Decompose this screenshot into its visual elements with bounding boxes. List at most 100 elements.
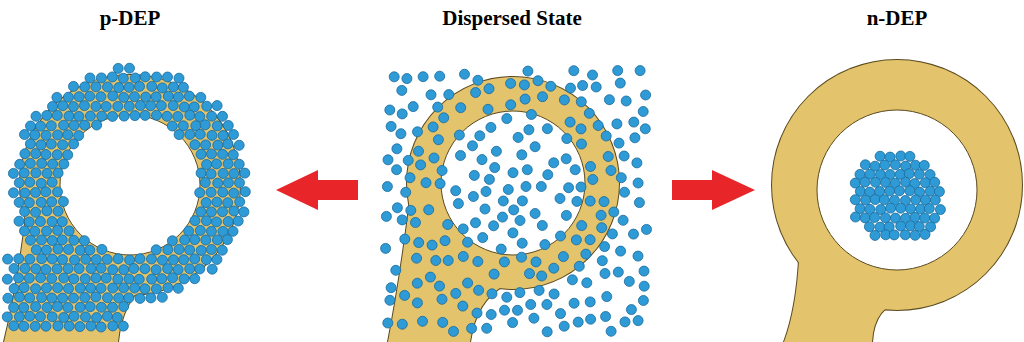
particle bbox=[889, 230, 899, 240]
particle bbox=[157, 292, 167, 302]
particle bbox=[624, 276, 634, 286]
particle bbox=[212, 159, 222, 169]
particle bbox=[403, 155, 413, 165]
particle bbox=[641, 90, 651, 100]
particle bbox=[517, 238, 527, 248]
particle bbox=[31, 149, 41, 159]
particle bbox=[469, 170, 479, 180]
particle bbox=[613, 66, 623, 76]
particle bbox=[431, 256, 441, 266]
particle bbox=[555, 194, 565, 204]
particle bbox=[629, 229, 639, 239]
particle bbox=[491, 146, 501, 156]
particle bbox=[146, 293, 156, 303]
particle bbox=[190, 274, 200, 284]
particle bbox=[168, 255, 178, 265]
particle bbox=[64, 284, 74, 294]
particle bbox=[571, 235, 581, 245]
particle bbox=[559, 95, 569, 105]
particle bbox=[2, 274, 12, 284]
particle bbox=[37, 158, 47, 168]
particle bbox=[576, 124, 586, 134]
particle bbox=[910, 230, 920, 240]
particle bbox=[383, 155, 393, 165]
particle bbox=[588, 70, 598, 80]
particle bbox=[458, 301, 468, 311]
particle bbox=[151, 245, 161, 255]
particle bbox=[559, 321, 569, 331]
particle bbox=[42, 303, 52, 313]
particle bbox=[52, 150, 62, 160]
particle bbox=[3, 254, 13, 264]
particle bbox=[397, 215, 407, 225]
particle bbox=[433, 135, 443, 145]
particle bbox=[569, 66, 579, 76]
particle bbox=[531, 257, 541, 267]
particle bbox=[920, 229, 930, 239]
particle bbox=[41, 150, 51, 160]
particle bbox=[599, 197, 609, 207]
particle bbox=[519, 80, 529, 90]
particle bbox=[456, 151, 466, 161]
particle bbox=[163, 264, 173, 274]
particle bbox=[524, 125, 534, 135]
particle bbox=[502, 114, 512, 124]
particle bbox=[2, 312, 12, 322]
particle bbox=[30, 130, 40, 140]
particle bbox=[58, 197, 68, 207]
particle bbox=[163, 91, 173, 101]
particle bbox=[124, 101, 134, 111]
particle bbox=[63, 264, 73, 274]
particle bbox=[223, 217, 233, 227]
particle bbox=[383, 318, 393, 328]
particle bbox=[26, 235, 36, 245]
particle bbox=[549, 263, 559, 273]
particle bbox=[102, 311, 112, 321]
particle bbox=[414, 146, 424, 156]
particle bbox=[64, 321, 74, 331]
particle bbox=[537, 271, 547, 281]
particle bbox=[86, 264, 96, 274]
particle bbox=[588, 175, 598, 185]
particle bbox=[59, 159, 69, 169]
particle bbox=[36, 140, 46, 150]
particle bbox=[46, 139, 56, 149]
particle bbox=[74, 111, 84, 121]
particle bbox=[607, 229, 617, 239]
particle bbox=[412, 278, 422, 288]
particle bbox=[152, 72, 162, 82]
particle bbox=[202, 101, 212, 111]
particle bbox=[405, 173, 415, 183]
particle bbox=[207, 130, 217, 140]
arrow-left bbox=[276, 170, 358, 210]
particle bbox=[135, 254, 145, 264]
particle bbox=[53, 321, 63, 331]
particle bbox=[406, 205, 416, 215]
particle bbox=[20, 130, 30, 140]
particle bbox=[47, 236, 57, 246]
particle bbox=[107, 72, 117, 82]
particle bbox=[53, 302, 63, 312]
particle bbox=[456, 103, 466, 113]
particle bbox=[42, 110, 52, 120]
particle bbox=[453, 199, 463, 209]
particle bbox=[212, 255, 222, 265]
electrode-middle bbox=[388, 77, 619, 342]
particle bbox=[481, 187, 491, 197]
particle bbox=[108, 283, 118, 293]
particle bbox=[880, 213, 890, 223]
particle bbox=[412, 298, 422, 308]
particle bbox=[490, 163, 500, 173]
particle bbox=[458, 224, 468, 234]
particle bbox=[201, 216, 211, 226]
particle bbox=[69, 81, 79, 91]
particle bbox=[591, 82, 601, 92]
particle bbox=[400, 234, 410, 244]
particle bbox=[75, 302, 85, 312]
particle bbox=[41, 187, 51, 197]
particle bbox=[207, 245, 217, 255]
particle bbox=[207, 111, 217, 121]
particle bbox=[212, 101, 222, 111]
particle bbox=[451, 186, 461, 196]
particle bbox=[195, 188, 205, 198]
